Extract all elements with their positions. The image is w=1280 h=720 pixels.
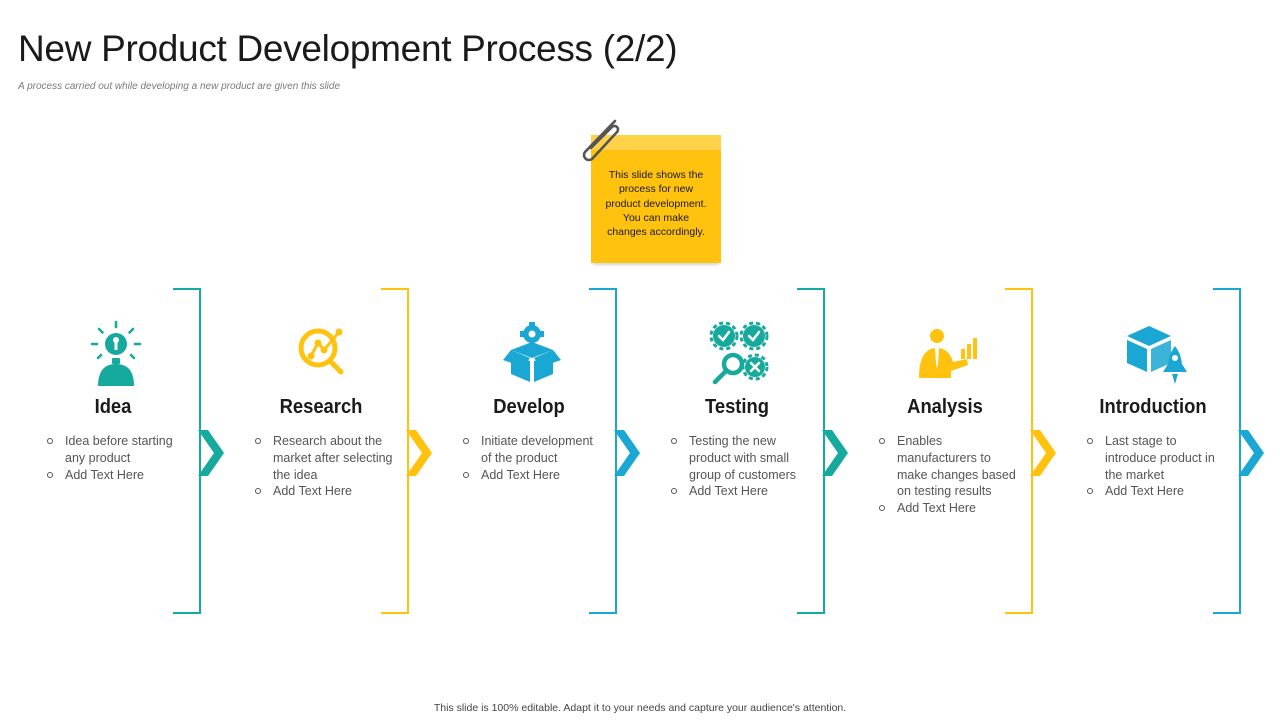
stage-analysis: Analysis Enables manufacturers to make c… (840, 288, 1056, 614)
bullet-item: Enables manufacturers to make changes ba… (878, 433, 1018, 500)
sticky-note: This slide shows the process for new pro… (591, 135, 721, 263)
stage-bullets: Enables manufacturers to make changes ba… (878, 433, 1018, 517)
bullet-item: Last stage to introduce product in the m… (1086, 433, 1226, 483)
bullet-item: Add Text Here (462, 467, 602, 484)
page-subtitle: A process carried out while developing a… (18, 81, 341, 92)
page-title: New Product Development Process (2/2) (18, 28, 678, 69)
footer-note: This slide is 100% editable. Adapt it to… (433, 702, 847, 714)
chevron-right-icon (822, 430, 848, 476)
bullet-item: Add Text Here (878, 500, 1018, 517)
box-gear-icon (503, 322, 561, 382)
chevron-right-icon (198, 430, 224, 476)
bullet-item: Add Text Here (1086, 483, 1226, 500)
stage-bracket (1005, 288, 1033, 614)
stage-develop: Develop Initiate development of the prod… (424, 288, 640, 614)
chevron-right-icon (406, 430, 432, 476)
gears-check-icon (709, 321, 769, 385)
chevron-right-icon (614, 430, 640, 476)
bullet-item: Testing the new product with small group… (670, 433, 810, 483)
bullet-item: Initiate development of the product (462, 433, 602, 467)
stage-title: Research (279, 396, 363, 418)
stage-bracket (173, 288, 201, 614)
stage-bracket (381, 288, 409, 614)
bullet-item: Add Text Here (670, 483, 810, 500)
stage-research: Research Research about the market after… (216, 288, 432, 614)
paperclip-icon (582, 119, 620, 162)
bullet-item: Idea before starting any product (46, 433, 186, 467)
stage-title: Idea (94, 396, 132, 418)
bullet-item: Add Text Here (254, 483, 394, 500)
bullet-item: Add Text Here (46, 467, 186, 484)
stage-title: Analysis (907, 396, 983, 418)
stage-testing: Testing Testing the new product with sma… (632, 288, 848, 614)
stage-bullets: Research about the market after selectin… (254, 433, 394, 500)
box-rocket-icon (1127, 326, 1187, 384)
magnifier-chart-icon (298, 328, 344, 375)
lightbulb-person-icon (90, 320, 142, 386)
chevron-right-icon (1030, 430, 1056, 476)
stage-bracket (589, 288, 617, 614)
stage-bracket (1213, 288, 1241, 614)
bullet-item: Research about the market after selectin… (254, 433, 394, 483)
stage-title: Introduction (1099, 396, 1207, 418)
stage-introduction: Introduction Last stage to introduce pro… (1048, 288, 1264, 614)
stage-bullets: Testing the new product with small group… (670, 433, 810, 500)
stage-bracket (797, 288, 825, 614)
stage-title: Testing (704, 396, 770, 418)
businessman-chart-icon (919, 329, 977, 378)
chevron-right-icon (1238, 430, 1264, 476)
stage-title: Develop (493, 396, 565, 418)
sticky-note-text: This slide shows the process for new pro… (605, 169, 707, 239)
stage-bullets: Last stage to introduce product in the m… (1086, 433, 1226, 500)
